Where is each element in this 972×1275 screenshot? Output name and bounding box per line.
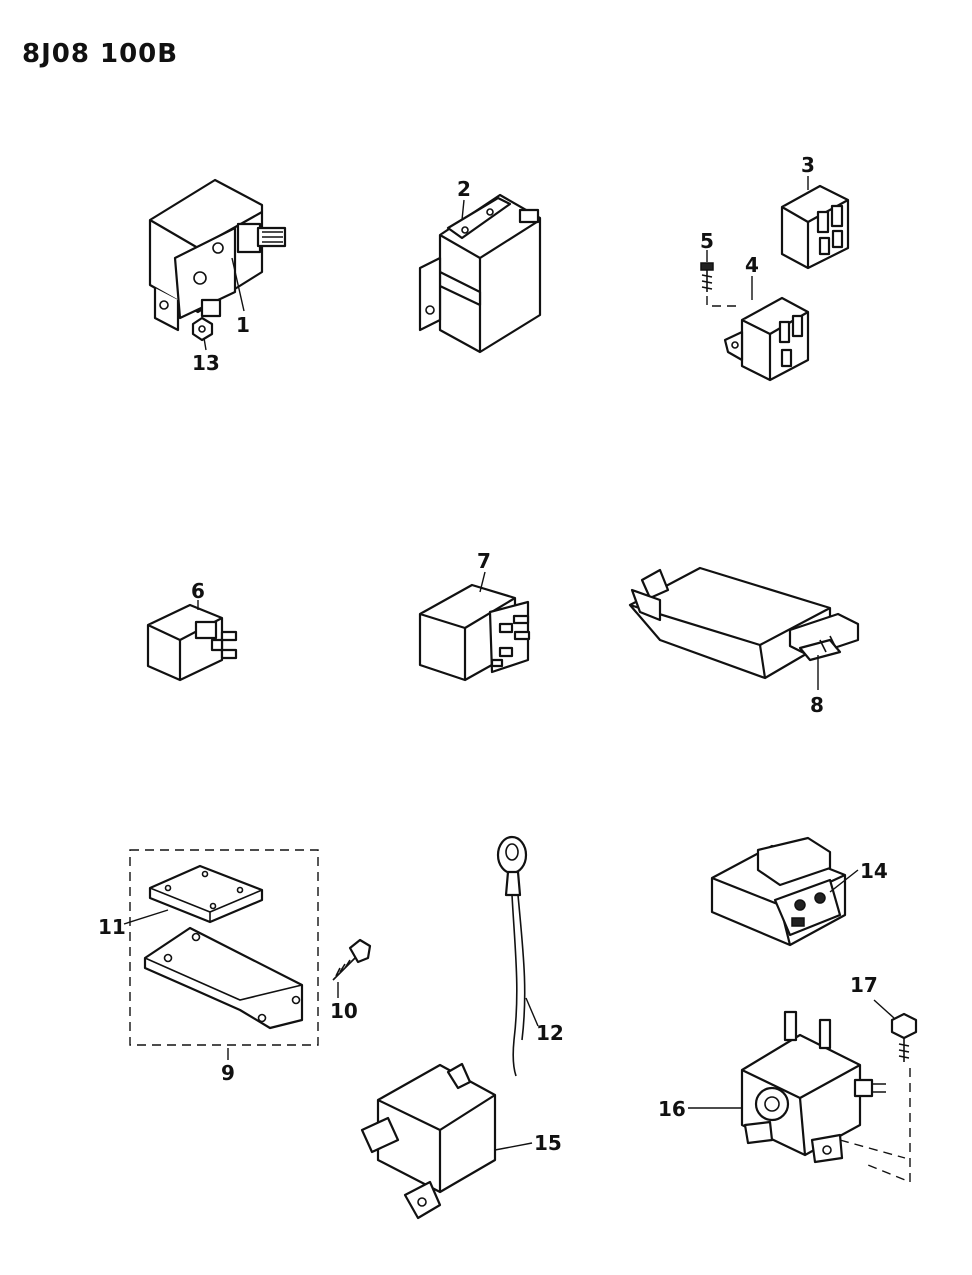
part-14-relay-block bbox=[710, 836, 847, 947]
part-5-screw bbox=[700, 262, 714, 292]
part-17-alignment-line bbox=[867, 1068, 911, 1184]
callout-1: 1 bbox=[236, 313, 250, 337]
callout-7: 7 bbox=[477, 549, 491, 573]
callout-13: 13 bbox=[192, 351, 220, 375]
callout-9: 9 bbox=[221, 1061, 235, 1085]
part-5-alignment-line bbox=[706, 296, 742, 307]
part-10-screw bbox=[332, 938, 372, 981]
callout-12: 12 bbox=[536, 1021, 564, 1045]
leader-14 bbox=[829, 869, 859, 893]
callout-14: 14 bbox=[860, 859, 888, 883]
callout-8: 8 bbox=[810, 693, 824, 717]
part-17-screw bbox=[890, 1012, 918, 1062]
leader-13 bbox=[203, 337, 207, 351]
part-11-plate bbox=[148, 864, 264, 924]
leader-17 bbox=[873, 999, 895, 1019]
callout-15: 15 bbox=[534, 1131, 562, 1155]
part-8-module bbox=[628, 566, 860, 680]
callout-6: 6 bbox=[191, 579, 205, 603]
callout-2: 2 bbox=[457, 177, 471, 201]
callout-17: 17 bbox=[850, 973, 878, 997]
leader-1 bbox=[231, 257, 245, 312]
callout-11: 11 bbox=[98, 915, 126, 939]
part-2-module bbox=[418, 193, 542, 354]
part-3-relay bbox=[780, 184, 850, 270]
callout-5: 5 bbox=[700, 229, 714, 253]
callout-10: 10 bbox=[330, 999, 358, 1023]
part-9-kit-frame bbox=[129, 849, 319, 1046]
leader-11 bbox=[123, 909, 169, 925]
diagram-code: 8J08 100B bbox=[22, 39, 178, 69]
part-6-relay bbox=[146, 603, 238, 682]
part-16-solenoid bbox=[740, 1010, 886, 1164]
part-13-nut bbox=[191, 316, 214, 342]
callout-3: 3 bbox=[801, 153, 815, 177]
leader-12 bbox=[525, 997, 539, 1027]
leader-2 bbox=[461, 199, 465, 221]
part-16-alignment-line bbox=[839, 1139, 906, 1159]
part-9-bracket bbox=[143, 926, 304, 1030]
callout-16: 16 bbox=[658, 1097, 686, 1121]
part-7-relay bbox=[418, 583, 531, 682]
leader-15 bbox=[494, 1142, 533, 1151]
part-15-module bbox=[360, 1062, 497, 1220]
part-1-relay-with-stud bbox=[148, 178, 287, 332]
leader-7 bbox=[479, 571, 486, 593]
callout-4: 4 bbox=[745, 253, 759, 277]
part-4-relay bbox=[723, 296, 810, 382]
part-12-ground-strap bbox=[496, 835, 528, 1077]
